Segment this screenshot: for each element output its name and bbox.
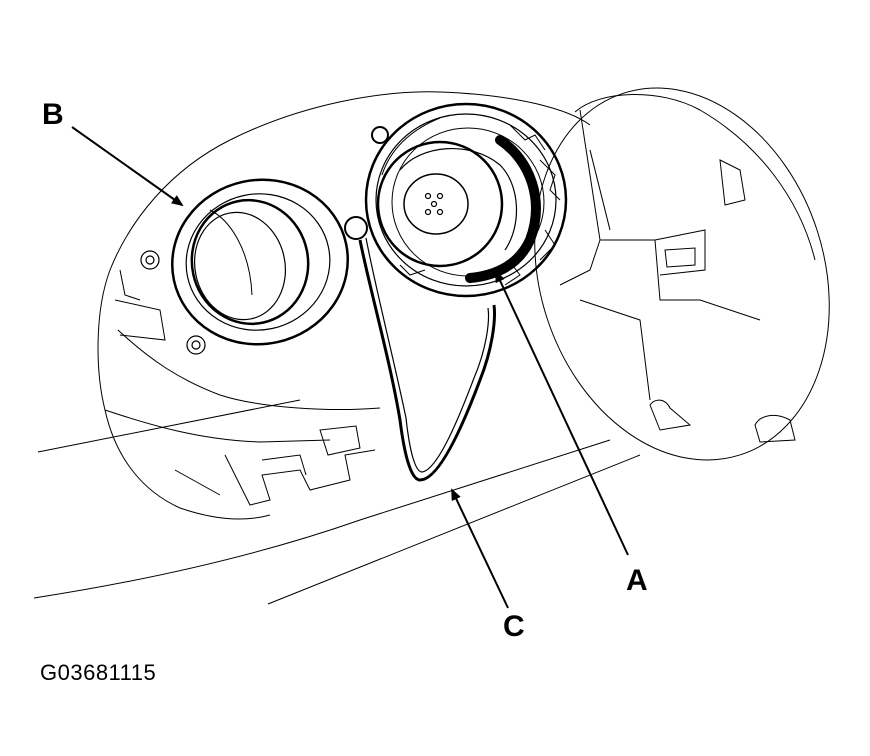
callout-label-a: A xyxy=(626,564,648,597)
callout-label-b: B xyxy=(42,98,64,131)
figure-code: G03681115 xyxy=(40,660,157,685)
housing-holes xyxy=(140,250,206,355)
cap-vent-holes xyxy=(424,192,444,216)
arrow-a xyxy=(495,270,629,556)
filler-housing xyxy=(97,91,591,520)
body-panel-lines xyxy=(33,399,641,605)
fuel-filler-door xyxy=(534,87,830,461)
callout-arrows xyxy=(71,126,629,609)
filler-neck xyxy=(171,178,349,346)
arrow-b xyxy=(71,126,184,207)
tether-strap xyxy=(344,126,496,482)
arrow-c xyxy=(451,488,509,609)
callout-label-c: C xyxy=(503,610,525,643)
